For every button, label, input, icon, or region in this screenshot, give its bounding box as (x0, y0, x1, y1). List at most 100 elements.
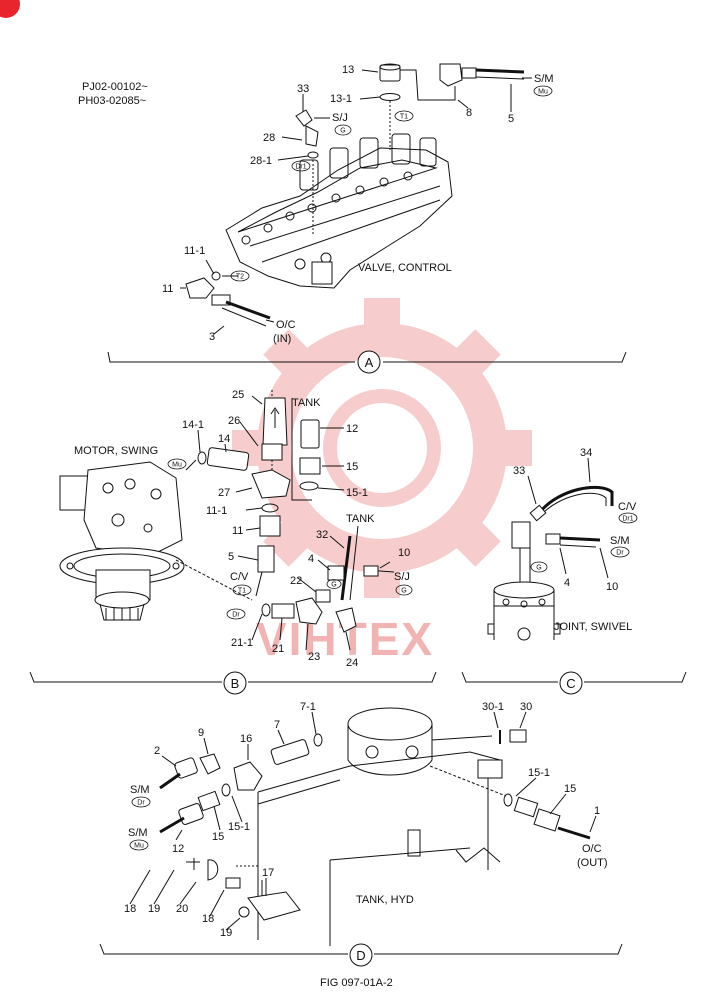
assembly-label-b: MOTOR, SWING (74, 445, 158, 457)
pn-b-22: 22 (290, 575, 302, 587)
section-a-marker: A (357, 350, 381, 374)
pn-b-14: 14 (218, 433, 230, 445)
pn-d-1: 1 (594, 805, 600, 817)
pn-a-5: 5 (508, 113, 514, 125)
pn-d-18-b: 18 (202, 913, 214, 925)
port-tag-a-t1: T1 (394, 110, 414, 122)
pn-b-15: 15 (346, 461, 358, 473)
svg-text:G: G (340, 128, 345, 135)
section-b-marker: B (223, 671, 247, 695)
svg-text:Mu: Mu (538, 89, 548, 96)
pn-d-16: 16 (240, 733, 252, 745)
pn-b-11-1: 11-1 (206, 505, 227, 517)
serial-range-1: PJ02-00102~ (82, 81, 148, 93)
port-tag-d-dr: Dr (131, 796, 151, 808)
pn-b-21: 21 (272, 643, 284, 655)
port-tag-a-t2: T2 (230, 270, 250, 282)
pn-d-19-a: 19 (148, 903, 160, 915)
pn-d-7: 7 (274, 719, 280, 731)
conn-b-sj: S/J (394, 571, 410, 583)
conn-a-oc: O/C (276, 319, 296, 331)
section-d (99, 707, 623, 955)
hydraulic-tank-drawing (257, 707, 503, 946)
port-tag-b-t1: T1 (232, 584, 252, 596)
pn-d-12: 12 (172, 843, 184, 855)
svg-text:Dr1: Dr1 (622, 516, 633, 523)
port-tag-a-g: G (334, 124, 352, 136)
pn-b-4: 4 (308, 553, 314, 565)
pn-a-11: 11 (162, 283, 173, 295)
port-tag-a-dr1: Dr1 (291, 160, 311, 172)
watermark-logo (232, 298, 532, 598)
pn-a-8: 8 (466, 107, 472, 119)
pn-b-26: 26 (228, 415, 240, 427)
section-c (461, 457, 687, 683)
conn-c-sm: S/M (610, 535, 630, 547)
pn-b-5: 5 (228, 551, 234, 563)
conn-a-sj: S/J (332, 112, 348, 124)
pn-b-11: 11 (232, 525, 243, 537)
pn-a-3: 3 (209, 331, 215, 343)
svg-text:G: G (331, 582, 336, 589)
section-d-labels: 2 9 16 7 7-1 30-1 30 15-1 15 1 12 15 15-… (124, 701, 608, 967)
pn-d-18-a: 18 (124, 903, 136, 915)
port-tag-c-g: G (530, 561, 548, 573)
svg-text:G: G (536, 565, 541, 572)
section-c-marker: C (559, 671, 583, 695)
tank-label-b-2: TANK (346, 513, 375, 525)
svg-text:T1: T1 (238, 588, 246, 595)
conn-d-sm-2: S/M (128, 827, 148, 839)
pn-d-20: 20 (176, 903, 188, 915)
pn-b-25: 25 (232, 389, 244, 401)
pn-a-13-1: 13-1 (330, 93, 352, 105)
port-tag-b-mu: Mu (167, 458, 187, 470)
tank-label-b-1: TANK (292, 397, 321, 409)
serial-range-2: PH03-02085~ (78, 95, 146, 107)
port-tag-d-mu: Mu (129, 839, 149, 851)
pn-d-2: 2 (154, 745, 160, 757)
port-tag-b-g-1: G (395, 584, 413, 596)
corner-badge (0, 0, 20, 18)
pn-d-15-1-right: 15-1 (528, 767, 550, 779)
svg-text:Dr: Dr (616, 550, 624, 557)
conn-c-cv: C/V (618, 501, 637, 513)
svg-text:Dr: Dr (232, 612, 240, 619)
pn-d-17: 17 (262, 867, 274, 879)
pn-b-24: 24 (346, 657, 358, 669)
conn-a-sm: S/M (534, 73, 554, 85)
pn-d-30-1: 30-1 (482, 701, 504, 713)
pn-a-28-1: 28-1 (250, 155, 272, 167)
pn-b-12: 12 (346, 423, 358, 435)
port-tag-b-dr: Dr (226, 608, 246, 620)
svg-text:D: D (356, 948, 365, 963)
pn-b-15-1: 15-1 (346, 487, 368, 499)
section-a-labels: 13 13-1 8 5 33 28 28-1 11-1 11 3 S/M Mu … (162, 64, 554, 374)
pn-d-15-left: 15 (212, 831, 224, 843)
section-b-labels: MOTOR, SWING TANK TANK 25 26 12 15 15-1 … (74, 389, 413, 695)
swivel-joint-drawing (487, 521, 561, 641)
pn-d-19-b: 19 (220, 927, 232, 939)
svg-text:Mu: Mu (134, 843, 144, 850)
conn-d-oc: O/C (582, 843, 602, 855)
section-c-labels: 34 33 4 10 C/V Dr1 S/M Dr G JOINT, SWIVE… (513, 447, 638, 695)
svg-text:T1: T1 (400, 114, 408, 121)
port-tag-a-mu: Mu (533, 85, 553, 97)
svg-text:B: B (231, 676, 240, 691)
pn-b-23: 23 (308, 651, 320, 663)
svg-text:A: A (365, 355, 374, 370)
pn-b-14-1: 14-1 (182, 419, 204, 431)
port-tag-c-dr: Dr (610, 546, 630, 558)
section-a (107, 63, 627, 363)
svg-text:C: C (566, 676, 575, 691)
svg-text:G: G (401, 588, 406, 595)
conn-d-sm-1: S/M (130, 784, 150, 796)
pn-d-7-1: 7-1 (300, 701, 316, 713)
svg-text:Dr: Dr (137, 800, 145, 807)
pn-a-13: 13 (342, 64, 354, 76)
pn-a-28: 28 (263, 132, 275, 144)
pn-b-10: 10 (398, 547, 410, 559)
section-b (29, 390, 437, 683)
pn-a-11-1: 11-1 (184, 245, 205, 257)
pn-d-15-1-left: 15-1 (228, 821, 250, 833)
conn-b-cv: C/V (230, 571, 249, 583)
